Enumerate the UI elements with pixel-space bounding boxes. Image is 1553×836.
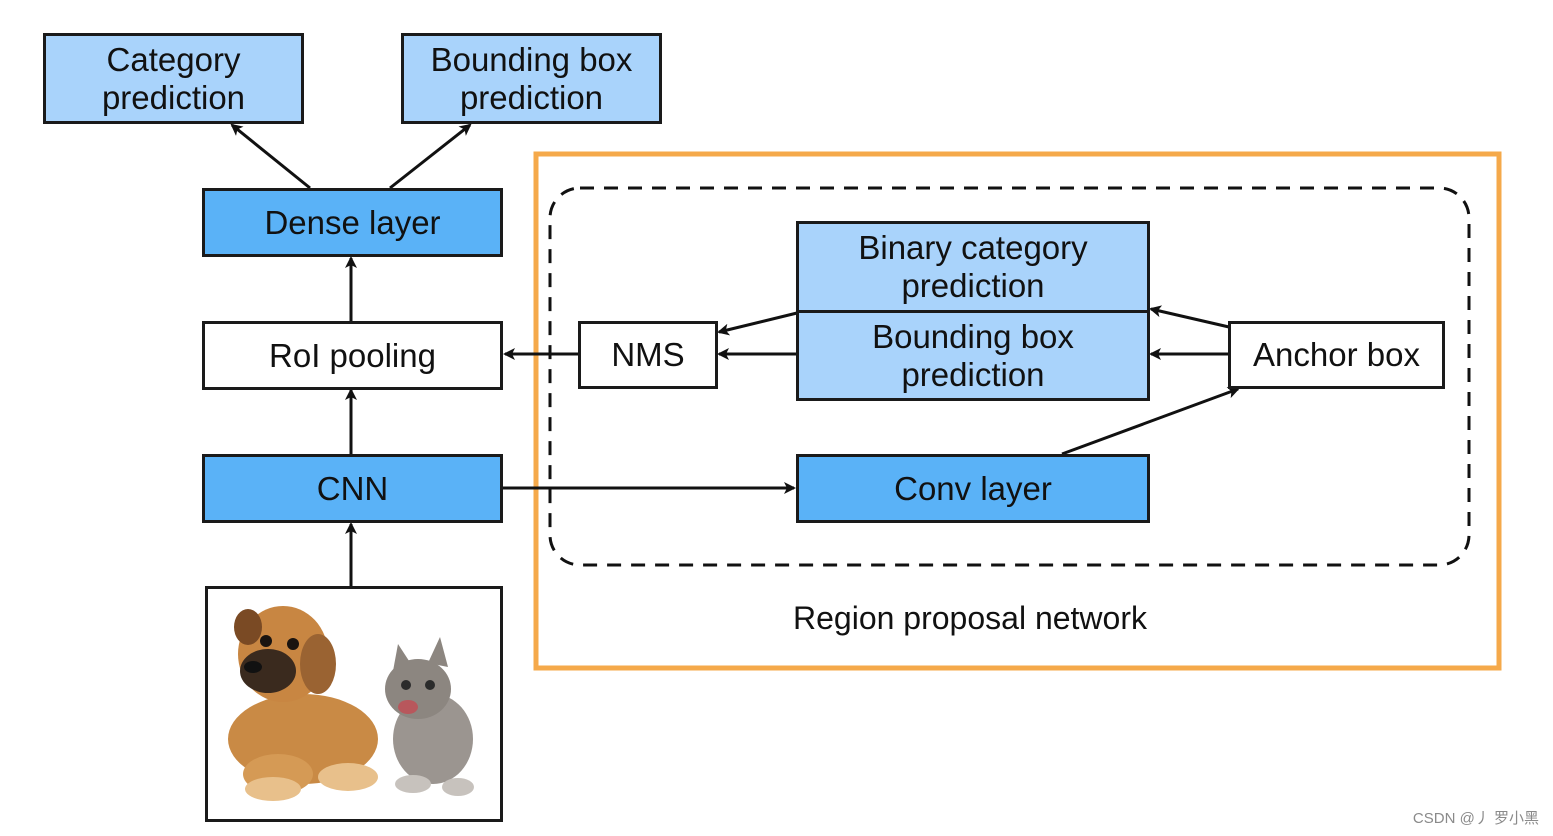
conv-layer-box: Conv layer <box>796 454 1150 523</box>
rpn-dashed-boundary <box>548 186 1471 567</box>
binary-category-line-2: prediction <box>901 267 1045 304</box>
input-image <box>205 586 503 822</box>
bounding-box-prediction-box: Bounding box prediction <box>401 33 662 124</box>
cnn-label: CNN <box>316 469 389 507</box>
region-proposal-network-label: Region proposal network <box>793 600 1147 636</box>
rpn-bounding-box-prediction-box: Bounding box prediction <box>796 310 1150 401</box>
category-prediction-line-1: Category <box>106 40 241 78</box>
binary-category-prediction-box: Binary category prediction <box>796 221 1150 313</box>
arrow-conv-to-anchor <box>1061 386 1240 456</box>
region-proposal-network-border <box>533 151 1502 671</box>
watermark: CSDN @丿 罗小黑 <box>1412 810 1539 827</box>
arrow-dense-to-category <box>230 123 311 190</box>
conv-layer-label: Conv layer <box>894 469 1052 507</box>
category-prediction-box: Category prediction <box>43 33 304 124</box>
bounding-box-prediction-line-1: Bounding box <box>430 40 633 78</box>
nms-label: NMS <box>611 336 685 373</box>
rpn-bounding-box-line-2: prediction <box>901 355 1045 393</box>
nms-box: NMS <box>578 321 718 389</box>
bounding-box-prediction-line-2: prediction <box>459 78 604 116</box>
dense-layer-label: Dense layer <box>264 203 441 241</box>
dense-layer-box: Dense layer <box>202 188 503 257</box>
arrow-binary-to-nms <box>717 311 798 336</box>
roi-pooling-box: RoI pooling <box>202 321 503 390</box>
category-prediction-line-2: prediction <box>101 78 246 116</box>
cnn-box: CNN <box>202 454 503 523</box>
rpn-bounding-box-line-1: Bounding box <box>872 317 1074 355</box>
arrow-anchor-to-binary <box>1149 305 1230 329</box>
binary-category-line-1: Binary category <box>858 229 1088 266</box>
anchor-box-box: Anchor box <box>1228 321 1445 389</box>
puppy-and-kitten-photo <box>228 606 474 801</box>
arrow-dense-to-bbox <box>389 123 472 190</box>
roi-pooling-label: RoI pooling <box>269 336 436 374</box>
anchor-box-label: Anchor box <box>1253 336 1420 373</box>
